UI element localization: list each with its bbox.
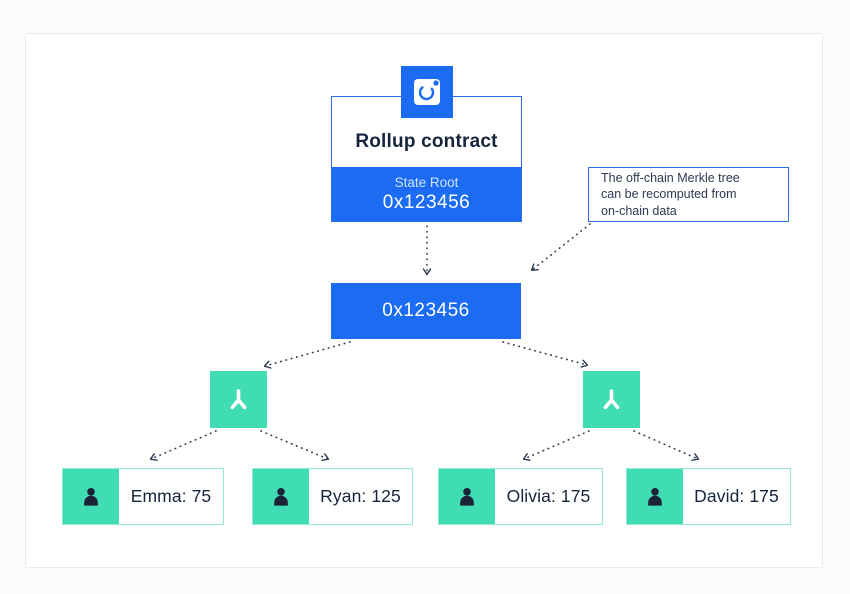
leaf-node-olivia: Olivia: 175 (438, 468, 603, 525)
person-icon (460, 487, 474, 506)
leaf-node-david: David: 175 (626, 468, 791, 525)
merkle-branch-node-right (583, 371, 640, 428)
state-root-value: 0x123456 (382, 191, 471, 213)
rollup-contract-box: Rollup contract State Root 0x123456 (331, 96, 522, 222)
rollup-contract-icon (401, 66, 453, 118)
branch-icon (230, 389, 247, 410)
branch-icon (603, 389, 620, 410)
leaf-node-emma: Emma: 75 (62, 468, 224, 525)
leaf-label: David: 175 (694, 486, 779, 506)
leaf-avatar (253, 469, 309, 524)
merkle-root-node: 0x123456 (331, 283, 521, 339)
person-icon (274, 487, 288, 506)
leaf-label: Emma: 75 (130, 486, 212, 506)
state-root-band: State Root 0x123456 (332, 167, 521, 221)
contract-document-icon (414, 79, 440, 105)
leaf-avatar (63, 469, 119, 524)
person-icon (648, 487, 662, 506)
leaf-node-ryan: Ryan: 125 (252, 468, 413, 525)
person-icon (84, 487, 98, 506)
rollup-contract-title: Rollup contract (355, 131, 498, 152)
note-callout: The off-chain Merkle tree can be recompu… (588, 167, 789, 222)
leaf-avatar (439, 469, 495, 524)
note-text: The off-chain Merkle tree can be recompu… (601, 170, 740, 218)
leaf-avatar (627, 469, 683, 524)
leaf-label: Olivia: 175 (506, 486, 591, 506)
state-root-label: State Root (394, 174, 459, 190)
leaf-label: Ryan: 125 (320, 486, 401, 506)
merkle-branch-node-left (210, 371, 267, 428)
